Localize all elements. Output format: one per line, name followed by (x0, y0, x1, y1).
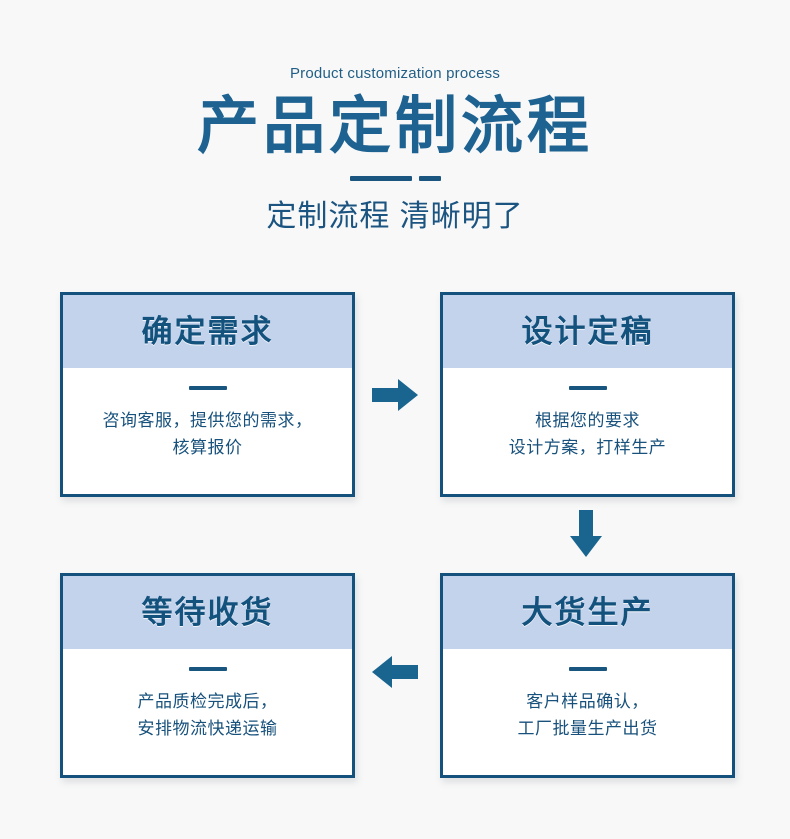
card-description-4: 产品质检完成后， 安排物流快递运输 (137, 692, 278, 738)
card-body-1: 咨询客服，提供您的需求， 核算报价 (63, 368, 352, 494)
arrow-down-icon (569, 510, 603, 557)
card-description-2: 根据您的要求 设计方案，打样生产 (508, 411, 667, 457)
card-dash-icon-1 (188, 386, 227, 390)
card-body-3: 客户样品确认， 工厂批量生产出货 (443, 649, 732, 775)
card-header-2: 设计定稿 (443, 295, 732, 368)
card-description-3: 客户样品确认， 工厂批量生产出货 (517, 692, 658, 738)
arrow-right-icon (372, 378, 418, 412)
card-header-1: 确定需求 (63, 295, 352, 368)
card-body-2: 根据您的要求 设计方案，打样生产 (443, 368, 732, 494)
card-title-3: 大货生产 (521, 594, 654, 630)
page-header: Product customization process 产品定制流程 定制流… (0, 0, 790, 237)
divider-segment-short (418, 175, 441, 181)
page-subtitle: 定制流程 清晰明了 (266, 200, 524, 233)
process-card-step-3[interactable]: 大货生产 客户样品确认， 工厂批量生产出货 (440, 573, 735, 778)
card-header-3: 大货生产 (443, 576, 732, 649)
card-title-4: 等待收货 (141, 594, 274, 630)
process-card-step-1[interactable]: 确定需求 咨询客服，提供您的需求， 核算报价 (60, 292, 355, 497)
card-title-1: 确定需求 (141, 313, 274, 349)
process-card-step-2[interactable]: 设计定稿 根据您的要求 设计方案，打样生产 (440, 292, 735, 497)
arrow-left-icon (372, 655, 418, 689)
card-header-4: 等待收货 (63, 576, 352, 649)
divider-segment-long (349, 175, 412, 181)
card-dash-icon-4 (188, 667, 227, 671)
process-card-step-4[interactable]: 等待收货 产品质检完成后， 安排物流快递运输 (60, 573, 355, 778)
card-body-4: 产品质检完成后， 安排物流快递运输 (63, 649, 352, 775)
page-title: 产品定制流程 (196, 92, 593, 161)
card-dash-icon-3 (568, 667, 607, 671)
title-divider (0, 175, 790, 181)
card-title-2: 设计定稿 (521, 313, 654, 349)
card-description-1: 咨询客服，提供您的需求， 核算报价 (102, 411, 313, 457)
card-dash-icon-2 (568, 386, 607, 390)
header-eyebrow: Product customization process (289, 65, 501, 82)
